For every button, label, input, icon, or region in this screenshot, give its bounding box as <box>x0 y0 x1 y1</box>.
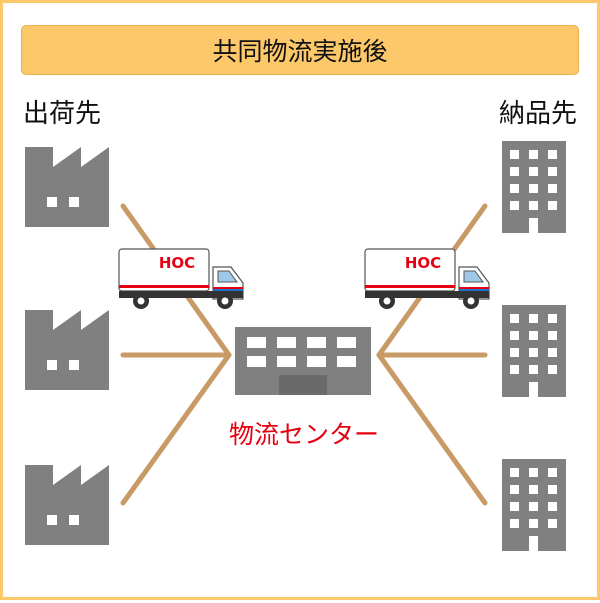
delivery-truck-icon: HOC <box>364 248 490 310</box>
shipper-label: 出荷先 <box>23 99 102 129</box>
title-banner: 共同物流実施後 <box>21 25 579 75</box>
factory-icon <box>25 310 109 390</box>
warehouse-icon <box>235 327 371 395</box>
receiver-label: 納品先 <box>498 99 577 129</box>
truck-logo: HOC <box>405 254 441 272</box>
truck-logo: HOC <box>159 254 195 272</box>
route-bottom-left <box>120 352 232 506</box>
diagram-artwork: HOC HOC <box>25 141 566 551</box>
page-title: 共同物流実施後 <box>212 37 388 66</box>
route-bottom-right <box>376 352 488 506</box>
office-building-icon <box>502 305 566 397</box>
factory-icon <box>25 465 109 545</box>
office-building-icon <box>502 141 566 233</box>
office-building-icon <box>502 459 566 551</box>
route-lines <box>120 203 488 506</box>
delivery-truck-icon: HOC <box>118 248 244 310</box>
factory-icon <box>25 147 109 227</box>
logistics-center-label: 物流センター <box>228 420 379 449</box>
